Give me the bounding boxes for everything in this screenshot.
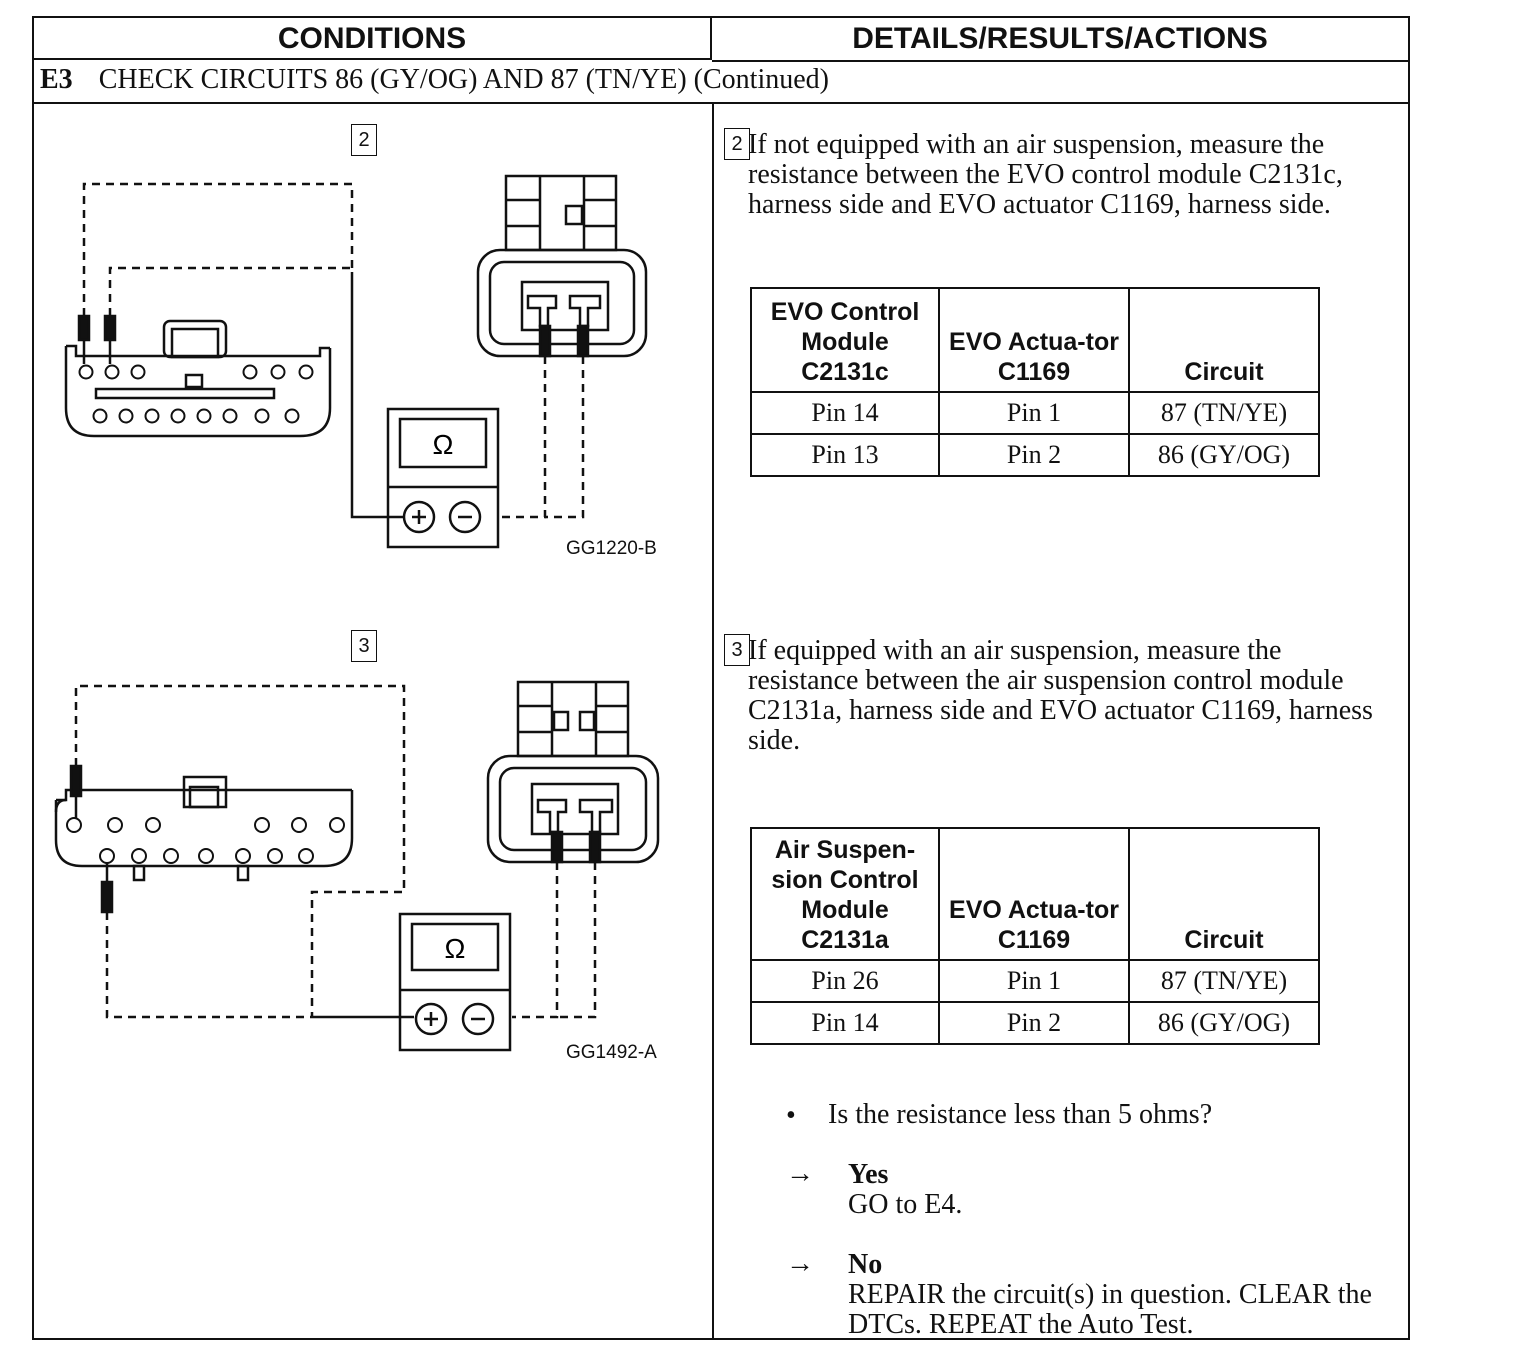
table-header: Air Suspen-sion Control Module C2131a [750, 827, 940, 961]
details-header: DETAILS/RESULTS/ACTIONS [712, 18, 1408, 62]
table-cell: 87 (TN/YE) [1128, 391, 1320, 435]
question-bullet: • [786, 1100, 796, 1131]
yes-answer: Yes [848, 1159, 889, 1190]
no-response: No REPAIR the circuit(s) in question. CL… [848, 1250, 1378, 1340]
yes-response: Yes GO to E4. [848, 1160, 1368, 1220]
table-cell: Pin 2 [938, 1001, 1130, 1045]
table-header: Circuit [1128, 827, 1320, 961]
table-cell: Pin 1 [938, 391, 1130, 435]
table-cell: 86 (GY/OG) [1128, 433, 1320, 477]
figure-3-step-number: 3 [351, 630, 377, 662]
figure-3-label: GG1492-A [566, 1042, 657, 1063]
table-header: EVO Actua-tor C1169 [938, 827, 1130, 961]
step-2-pin-table: EVO Control Module C2131c EVO Actua-tor … [750, 287, 1320, 477]
no-answer: No [848, 1249, 883, 1280]
table-cell: Pin 26 [750, 959, 940, 1003]
step-title-row: E3 CHECK CIRCUITS 86 (GY/OG) AND 87 (TN/Y… [34, 60, 1408, 104]
table-cell: 86 (GY/OG) [1128, 1001, 1320, 1045]
instruction-2-text: If not equipped with an air suspension, … [748, 129, 1343, 220]
question-text: Is the resistance less than 5 ohms? [828, 1099, 1213, 1130]
table-cell: Pin 1 [938, 959, 1130, 1003]
figure-3-diagram [54, 680, 660, 1052]
table-cell: 87 (TN/YE) [1128, 959, 1320, 1003]
table-cell: Pin 2 [938, 433, 1130, 477]
ohm-symbol-2: Ω [445, 933, 466, 964]
table-header: EVO Control Module C2131c [750, 287, 940, 393]
table-row: Pin 14 Pin 2 86 (GY/OG) [750, 1001, 1320, 1045]
figure-2-label: GG1220-B [566, 538, 657, 559]
table-cell: Pin 14 [750, 1001, 940, 1045]
column-divider [712, 104, 714, 1338]
no-action: REPAIR the circuit(s) in question. CLEAR… [848, 1279, 1372, 1340]
figure-2-diagram [64, 174, 648, 549]
procedure-page: CONDITIONS DETAILS/RESULTS/ACTIONS E3 CHE… [32, 16, 1410, 1340]
step-code: E3 [40, 64, 73, 95]
table-cell: Pin 13 [750, 433, 940, 477]
no-arrow-icon: → [786, 1248, 814, 1279]
step-3-pin-table: Air Suspen-sion Control Module C2131a EV… [750, 827, 1320, 1045]
instruction-3-text: If equipped with an air suspension, meas… [748, 635, 1373, 756]
table-row: Pin 26 Pin 1 87 (TN/YE) [750, 959, 1320, 1003]
step-title: CHECK CIRCUITS 86 (GY/OG) AND 87 (TN/YE)… [98, 64, 829, 95]
ohm-symbol-1: Ω [433, 429, 454, 460]
conditions-header: CONDITIONS [34, 18, 712, 60]
instruction-2-step-number: 2 [724, 128, 750, 160]
figure-2-step-number: 2 [351, 124, 377, 156]
table-header: Circuit [1128, 287, 1320, 393]
table-header: EVO Actua-tor C1169 [938, 287, 1130, 393]
table-row: Pin 14 Pin 1 87 (TN/YE) [750, 391, 1320, 435]
table-cell: Pin 14 [750, 391, 940, 435]
instruction-3-step-number: 3 [724, 634, 750, 666]
yes-arrow-icon: → [786, 1158, 814, 1189]
table-row: Pin 13 Pin 2 86 (GY/OG) [750, 433, 1320, 477]
yes-action: GO to E4. [848, 1189, 963, 1220]
